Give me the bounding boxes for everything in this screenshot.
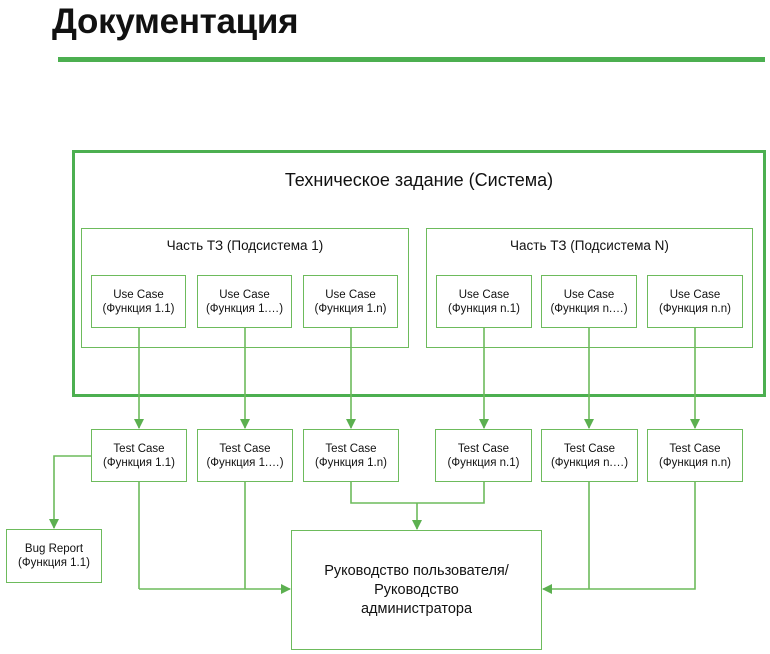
use-case-1-1: Use Case(Функция 1.1) [91, 275, 186, 328]
use-case-n-etc: Use Case(Функция n.…) [541, 275, 637, 328]
use-case-label: Use Case [669, 288, 721, 301]
use-case-function: (Функция n.n) [659, 302, 731, 315]
subsystem-1-title: Часть ТЗ (Подсистема 1) [166, 238, 324, 253]
guide-label: Руководство пользователя/ Руководство ад… [324, 562, 509, 617]
use-case-1-n: Use Case(Функция 1.n) [303, 275, 398, 328]
test-case-function: (Функция 1.1) [103, 456, 175, 469]
use-case-label: Use Case [325, 288, 376, 301]
use-case-label: Use Case [113, 288, 164, 301]
test-case-function: (Функция n.1) [447, 456, 520, 469]
test-case-n-1: Test Case(Функция n.1) [435, 429, 532, 482]
test-case-1-n: Test Case(Функция 1.n) [303, 429, 399, 482]
test-case-label: Test Case [325, 442, 377, 455]
user-admin-guide: Руководство пользователя/ Руководство ад… [291, 530, 542, 650]
use-case-n-n: Use Case(Функция n.n) [647, 275, 743, 328]
title-divider [58, 57, 765, 62]
use-case-n-1: Use Case(Функция n.1) [436, 275, 532, 328]
use-case-function: (Функция n.…) [550, 302, 628, 315]
test-case-function: (Функция n.…) [550, 456, 629, 469]
test-case-function: (Функция 1.n) [315, 456, 387, 469]
test-case-label: Test Case [563, 442, 616, 455]
test-case-label: Test Case [669, 442, 721, 455]
use-case-label: Use Case [219, 288, 270, 301]
subsystem-n-title: Часть ТЗ (Подсистема N) [510, 238, 669, 253]
test-case-label: Test Case [219, 442, 271, 455]
bug-report-label: Bug Report [24, 543, 84, 555]
use-case-function: (Функция 1.1) [102, 302, 175, 315]
test-case-n-etc: Test Case(Функция n.…) [541, 429, 638, 482]
test-case-n-n: Test Case(Функция n.n) [647, 429, 743, 482]
use-case-label: Use Case [563, 288, 615, 301]
line-tcnn-guide [589, 482, 696, 590]
test-case-1-etc: Test Case(Функция 1.…) [197, 429, 293, 482]
test-case-function: (Функция 1.…) [206, 456, 284, 469]
line-tc1n-merge [350, 482, 485, 504]
test-case-label: Test Case [113, 442, 165, 455]
system-title: Техническое задание (Система) [284, 170, 554, 190]
bug-report-function: (Функция 1.1) [18, 557, 90, 569]
arrow-tc11-bug-report [49, 455, 91, 529]
test-case-function: (Функция n.n) [659, 456, 731, 469]
use-case-label: Use Case [458, 288, 510, 301]
test-case-1-1: Test Case(Функция 1.1) [91, 429, 187, 482]
page-title: Документация [52, 2, 299, 41]
test-case-label: Test Case [457, 442, 510, 455]
bug-report: Bug Report (Функция 1.1) [6, 529, 102, 583]
use-case-function: (Функция n.1) [448, 302, 520, 315]
use-case-function: (Функция 1.…) [205, 302, 284, 315]
use-case-1-etc: Use Case(Функция 1.…) [197, 275, 292, 328]
use-case-function: (Функция 1.n) [314, 302, 387, 315]
